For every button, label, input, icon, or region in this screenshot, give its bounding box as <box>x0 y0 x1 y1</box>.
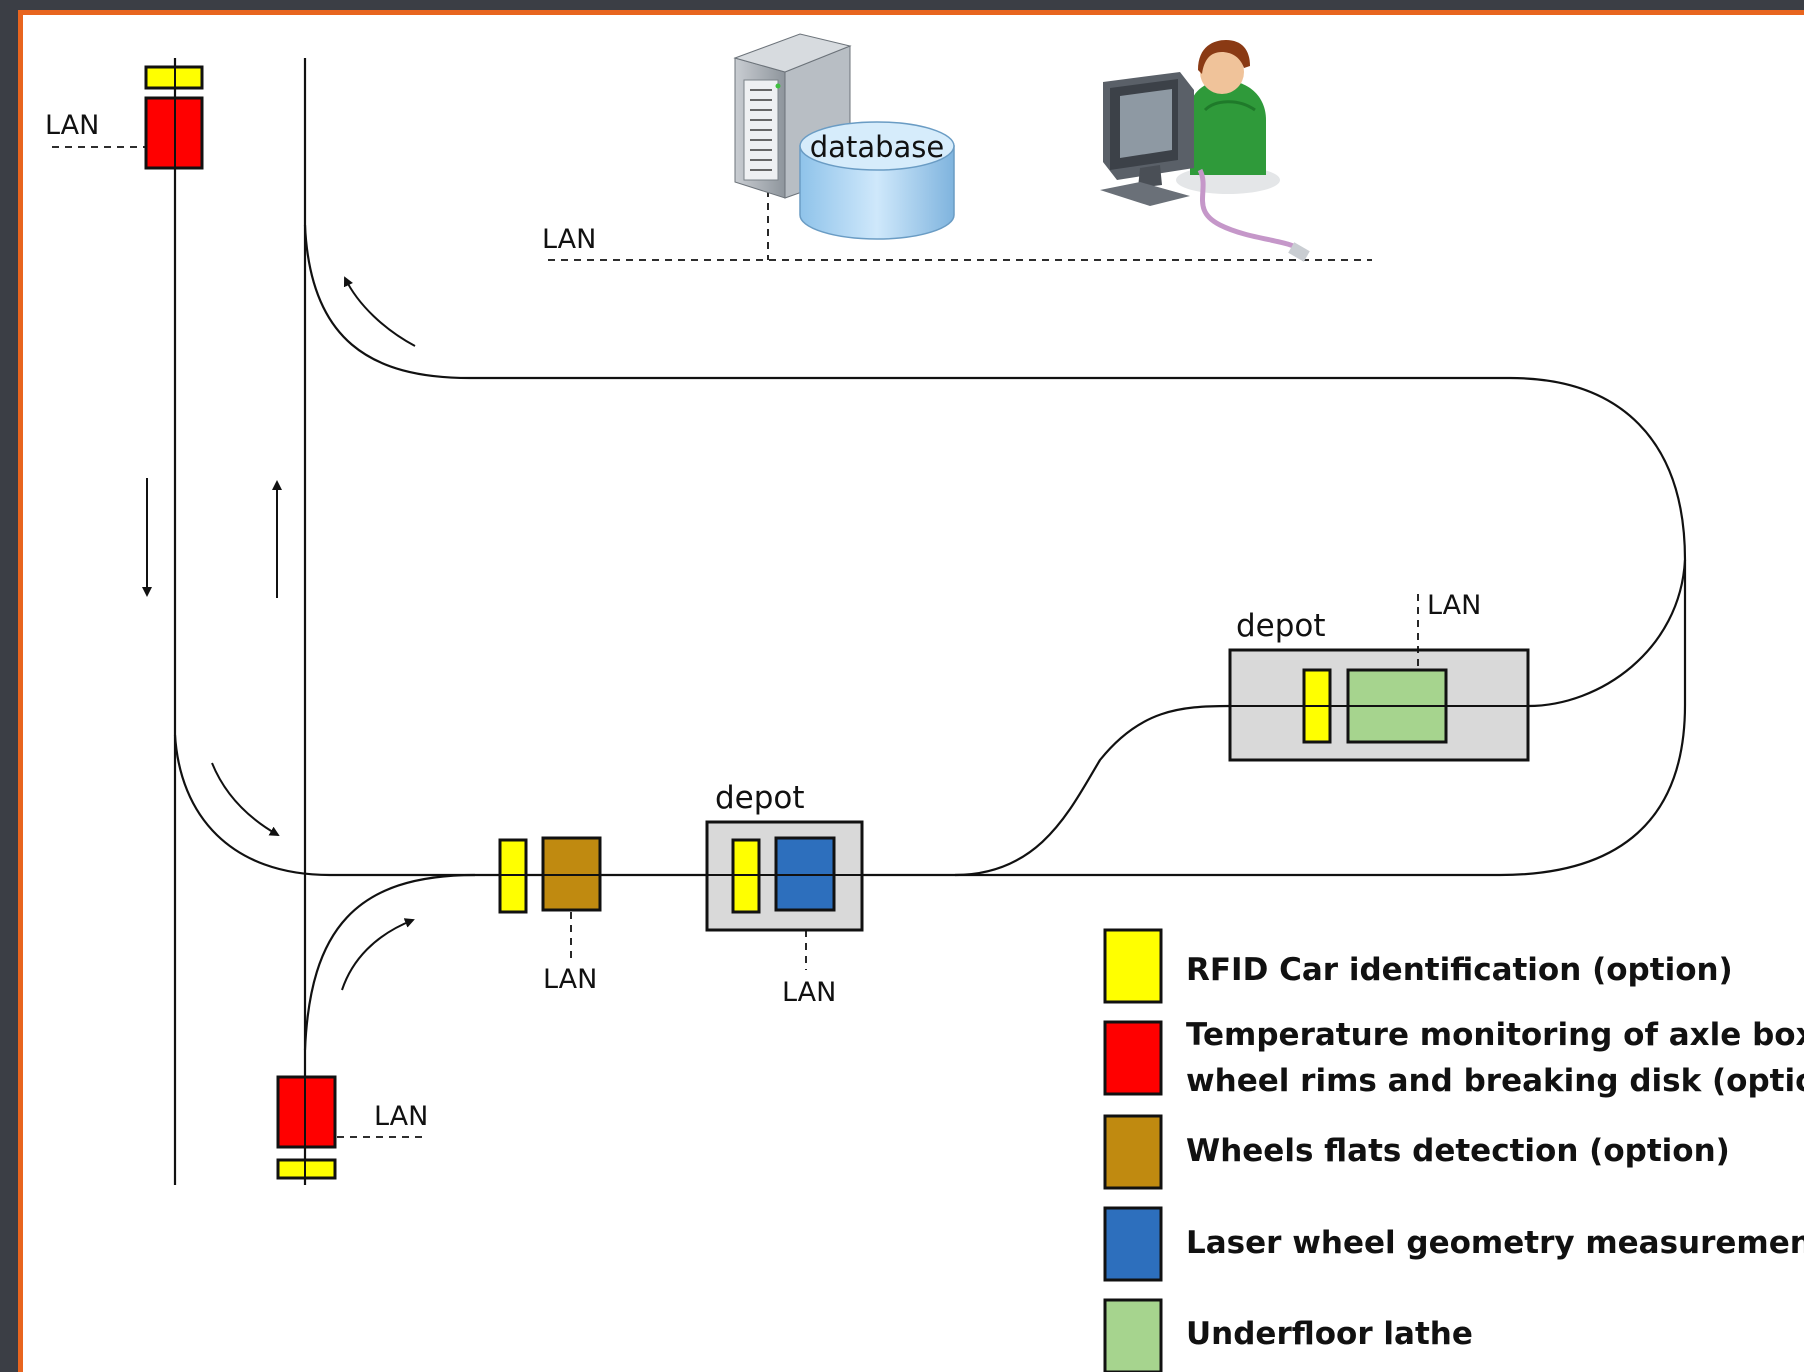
legend-swatch-rfid <box>1103 928 1163 1004</box>
legend-label-temp-2: wheel rims and breaking disk (option) <box>1186 1063 1804 1099</box>
legend-swatch-flats <box>1103 1114 1163 1190</box>
lan-label-network: LAN <box>542 224 596 255</box>
rfid-station-bottom-left <box>276 1158 337 1180</box>
track-depot-branch <box>954 704 1231 877</box>
arrow-curve-merge <box>211 762 280 836</box>
arrow-curve-bottom <box>341 918 415 991</box>
depot-1-label: depot <box>715 780 805 816</box>
track-upper-curve <box>303 224 1510 380</box>
legend-label-lathe: Underfloor lathe <box>1186 1316 1473 1352</box>
legend-label-laser: Laser wheel geometry measurement <box>1186 1225 1804 1261</box>
lan-label-top-left: LAN <box>45 110 99 141</box>
arrow-curve-top <box>343 276 416 347</box>
legend-label-rfid: RFID Car identification (option) <box>1186 952 1733 988</box>
database-icon: database <box>799 121 955 240</box>
depot-2-label: depot <box>1236 608 1326 644</box>
lan-label-depot-2: LAN <box>1427 590 1481 621</box>
track-diagram: LAN LAN LAN LAN depot <box>45 33 1804 1372</box>
legend-swatch-temp <box>1103 1020 1163 1096</box>
temp-station-bottom-left <box>276 1075 337 1149</box>
diagram-canvas: LAN LAN LAN LAN depot <box>18 10 1804 1372</box>
track-bottom-branch <box>303 873 476 1051</box>
track-main-line <box>173 734 1500 877</box>
legend-swatch-laser <box>1103 1206 1163 1282</box>
legend-label-temp-1: Temperature monitoring of axle box, <box>1186 1017 1804 1053</box>
legend-label-flats: Wheels flats detection (option) <box>1186 1133 1730 1169</box>
track-lower-right-loop <box>1499 704 1687 877</box>
track-depot-exit <box>1527 559 1687 708</box>
lan-label-depot-1: LAN <box>782 977 836 1008</box>
lan-label-flats: LAN <box>543 964 597 995</box>
legend-swatch-lathe <box>1103 1298 1163 1372</box>
legend: RFID Car identification (option) Tempera… <box>1103 928 1804 1372</box>
lan-label-bottom-left: LAN <box>374 1101 428 1132</box>
database-label: database <box>810 130 944 164</box>
operator-workstation-icon <box>1100 40 1310 262</box>
track-upper-right-loop <box>1509 376 1687 705</box>
